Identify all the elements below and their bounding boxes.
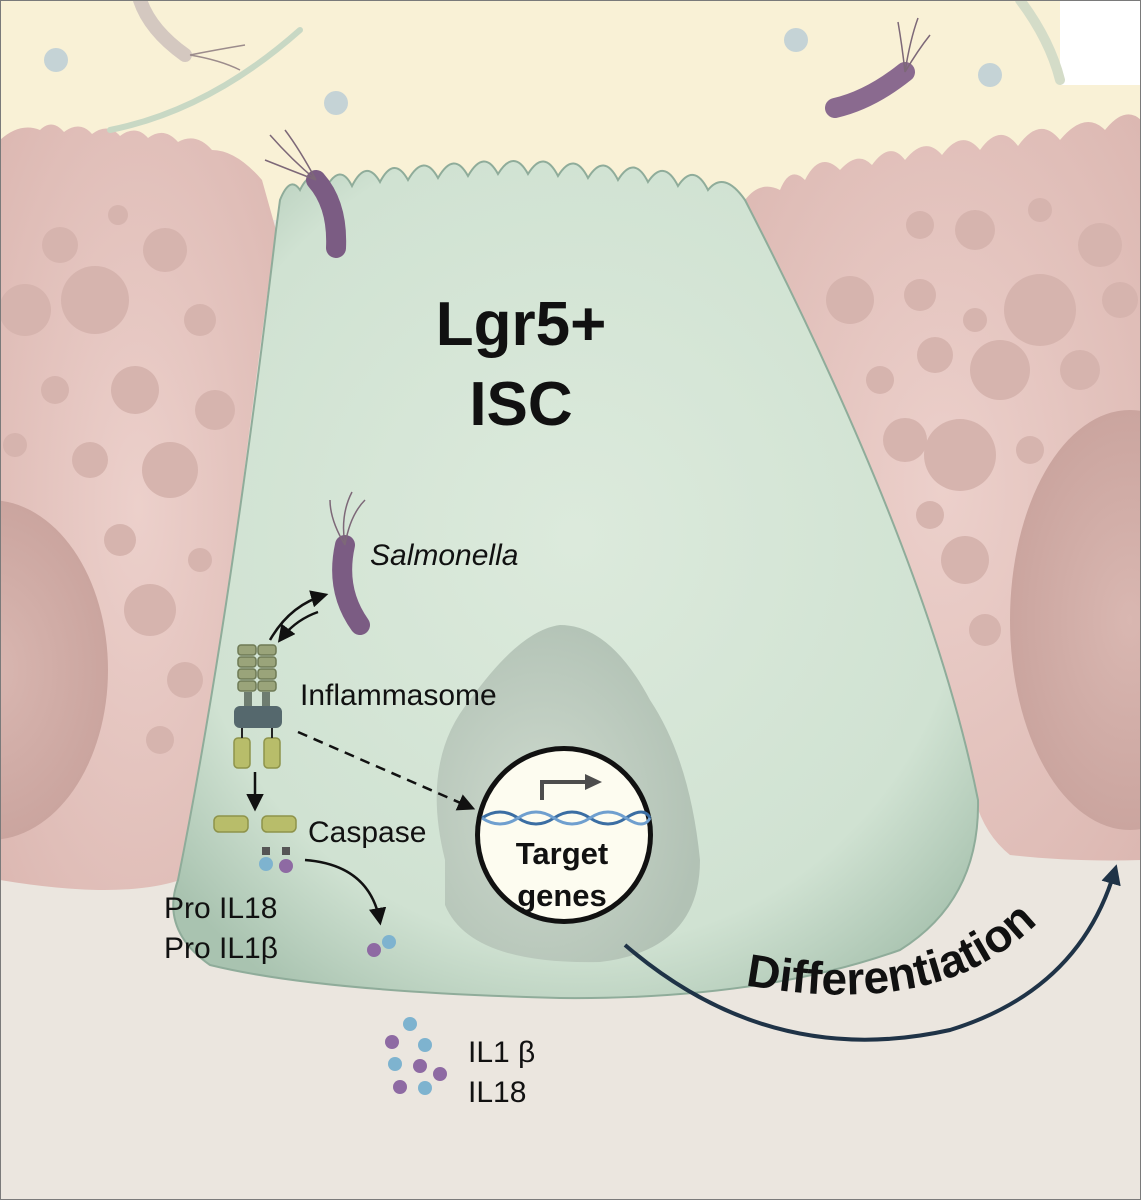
inflammasome-label: Inflammasome (300, 679, 497, 712)
lumen-particle (978, 63, 1002, 87)
lumen-particle (44, 48, 68, 72)
arrow-to-inflammasome (277, 610, 319, 643)
differentiation-arrow (623, 864, 1121, 1042)
left-neighbor-cell (0, 124, 276, 890)
left-neighbor-nucleus (0, 500, 108, 840)
left-vesicles (0, 205, 235, 754)
right-neighbor-cell (745, 114, 1141, 861)
target-genes-line-2: genes (517, 878, 607, 913)
il18-label: IL18 (468, 1076, 526, 1109)
cell-title-line-1: Lgr5+ (436, 290, 607, 359)
inflammasome-complex (233, 644, 282, 769)
dashed-arrow-to-nucleus (297, 730, 476, 811)
pro-il18-label: Pro IL18 (164, 892, 277, 925)
secreted-cytokines (385, 1017, 447, 1095)
arrow-to-salmonella (268, 590, 329, 641)
right-vesicles (826, 198, 1138, 646)
pro-interleukins (259, 847, 293, 873)
caspase-label: Caspase (308, 816, 426, 849)
corner-blank (1060, 0, 1141, 85)
cleavage-arrow (304, 858, 387, 926)
caspase-fragments (213, 815, 297, 833)
bacterium-lumen-2 (107, 27, 303, 133)
right-neighbor-nucleus (1010, 410, 1141, 830)
mature-interleukins (367, 935, 396, 957)
salmonella-bacterium (329, 491, 370, 635)
il1b-label: IL1 β (468, 1036, 535, 1069)
flagella-invading (264, 129, 317, 181)
lumen-particle (784, 28, 808, 52)
cell-title-line-2: ISC (469, 370, 572, 439)
lumen-particle (324, 91, 348, 115)
transcription-start-arrow (540, 780, 588, 800)
flagella-lumen-4 (897, 17, 931, 73)
pro-il1b-label: Pro IL1β (164, 932, 278, 965)
bacterium-lumen-4 (825, 62, 915, 118)
stem-cell-body (172, 160, 980, 1000)
dna-strand-1 (481, 810, 652, 826)
target-genes-node (475, 746, 653, 924)
target-genes-line-1: Target (516, 836, 608, 871)
bacterium-invading (306, 170, 347, 258)
lumen-bacteria (44, 0, 1065, 258)
flagella-lumen-1 (189, 44, 246, 71)
dna-strand-2 (481, 810, 652, 826)
salmonella-label: Salmonella (370, 539, 518, 572)
bacterium-lumen-3 (1015, 0, 1065, 85)
bacterium-lumen-1 (133, 0, 192, 62)
